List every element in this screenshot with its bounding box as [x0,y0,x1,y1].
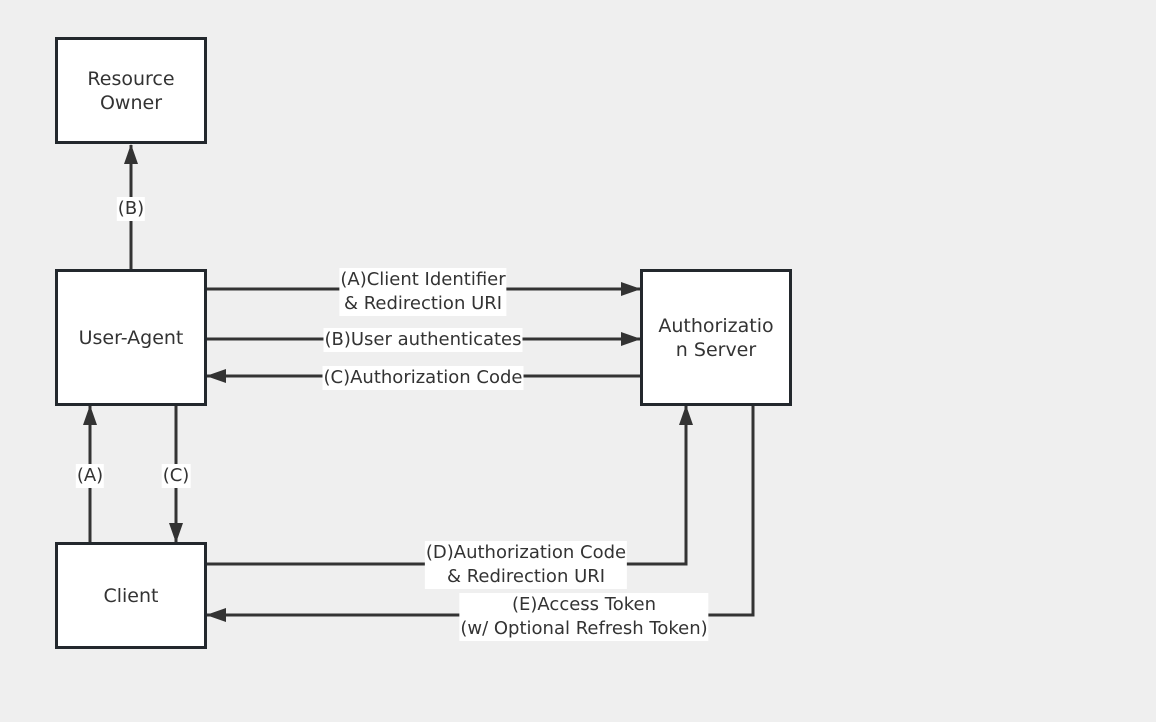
edge-label-line: (w/ Optional Refresh Token) [460,618,708,639]
edge-label: (A) [75,464,105,488]
node-client[interactable]: Client [55,542,207,649]
edge-as-to-client-e [206,405,755,622]
edge-label-line: & Redirection URI [446,566,606,587]
node-label: Authorizatio n Server [658,314,774,361]
edge-label-line: & Redirection URI [343,293,503,314]
edge-label-line: (A)Client Identifier [340,269,506,290]
node-user-agent[interactable]: User-Agent [55,269,207,406]
node-label: Client [103,584,159,607]
edge-label: (A)Client Identifier & Redirection URI [339,268,507,316]
edge-label: (C) [161,464,191,488]
node-authorization-server[interactable]: Authorizatio n Server [640,269,792,406]
edge-label: (C)Authorization Code [322,366,524,390]
node-label: Resource Owner [87,67,175,114]
edge-label: (D)Authorization Code & Redirection URI [424,541,628,589]
edge-client-to-as-d [206,405,693,566]
edge-label: (B)User authenticates [323,328,523,352]
node-label: User-Agent [78,326,184,349]
node-resource-owner[interactable]: Resource Owner [55,37,207,144]
edge-label: (B) [116,197,146,221]
edge-label: (E)Access Token (w/ Optional Refresh Tok… [459,593,709,641]
edge-label-line: (E)Access Token [512,594,656,615]
edge-label-line: (D)Authorization Code [425,542,627,563]
